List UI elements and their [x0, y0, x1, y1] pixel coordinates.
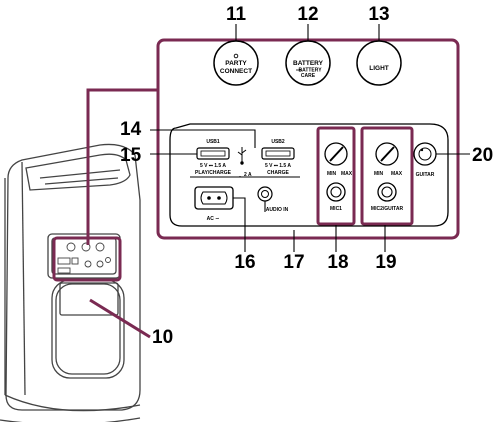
- usb1-port[interactable]: USB1 5 V ⎓ 1.5 A PLAY/CHARGE: [195, 139, 232, 176]
- party-connect-button[interactable]: PARTY CONNECT: [213, 40, 259, 86]
- battery-button[interactable]: BATTERY BATTERY CARE: [285, 40, 331, 86]
- speaker-panel-details: [57, 242, 111, 274]
- callout-frames: [52, 38, 460, 339]
- callout-16: 16: [234, 252, 255, 273]
- usb1-label: USB1: [206, 139, 220, 145]
- callout-18: 18: [327, 252, 348, 273]
- callout-10: 10: [152, 327, 173, 348]
- total-current-label: 2 A: [244, 172, 252, 178]
- leader-lines: [150, 24, 470, 252]
- callout-17: 17: [283, 252, 304, 273]
- battery-care-label-1: BATTERY: [298, 68, 322, 74]
- mic2-jack[interactable]: [377, 182, 397, 202]
- mic2-volume-knob[interactable]: [375, 142, 399, 166]
- mic1-label: MIC1: [330, 206, 342, 212]
- ac-label: AC ∼: [207, 216, 220, 222]
- callout-14: 14: [120, 119, 142, 140]
- mic1-jack[interactable]: [326, 182, 346, 202]
- battery-care-label-2: CARE: [301, 73, 316, 79]
- callout-13: 13: [368, 4, 389, 25]
- usb-bracket: [190, 176, 300, 178]
- audio-in-label: AUDIO IN: [266, 207, 289, 213]
- ac-inlet[interactable]: AC ∼: [194, 186, 234, 222]
- callout-15: 15: [120, 145, 142, 166]
- party-connect-label-1: PARTY: [225, 60, 247, 67]
- light-label: LIGHT: [369, 65, 389, 72]
- mic2-max-label: MAX: [391, 171, 403, 177]
- callout-11: 11: [226, 4, 247, 25]
- usb2-label: USB2: [271, 139, 285, 145]
- party-connect-label-2: CONNECT: [220, 68, 252, 75]
- mic2-label: MIC2/GUITAR: [371, 206, 404, 212]
- battery-label: BATTERY: [293, 60, 324, 67]
- callout-12: 12: [297, 4, 318, 25]
- usb-symbol-icon: [237, 147, 247, 165]
- guitar-button[interactable]: [413, 142, 437, 166]
- usb1-rating: 5 V ⎓ 1.5 A: [200, 163, 226, 169]
- light-button[interactable]: LIGHT: [356, 40, 402, 86]
- usb2-caption: CHARGE: [267, 170, 289, 176]
- mic2-min-label: MIN: [374, 171, 384, 177]
- guitar-label: GUITAR: [416, 172, 435, 178]
- mic1-max-label: MAX: [341, 171, 353, 177]
- mic1-min-label: MIN: [327, 171, 337, 177]
- usb2-port[interactable]: USB2 5 V ⎓ 1.5 A CHARGE: [261, 139, 295, 176]
- callout-20: 20: [472, 145, 493, 166]
- mic1-volume-knob[interactable]: [324, 142, 348, 166]
- audio-in-jack[interactable]: AUDIO IN: [257, 186, 289, 213]
- usb1-caption: PLAY/CHARGE: [195, 170, 232, 176]
- rear-panel: [169, 123, 449, 227]
- usb2-rating: 5 V ⎓ 1.5 A: [265, 163, 291, 169]
- callout-19: 19: [375, 252, 396, 273]
- speaker: [0, 143, 141, 422]
